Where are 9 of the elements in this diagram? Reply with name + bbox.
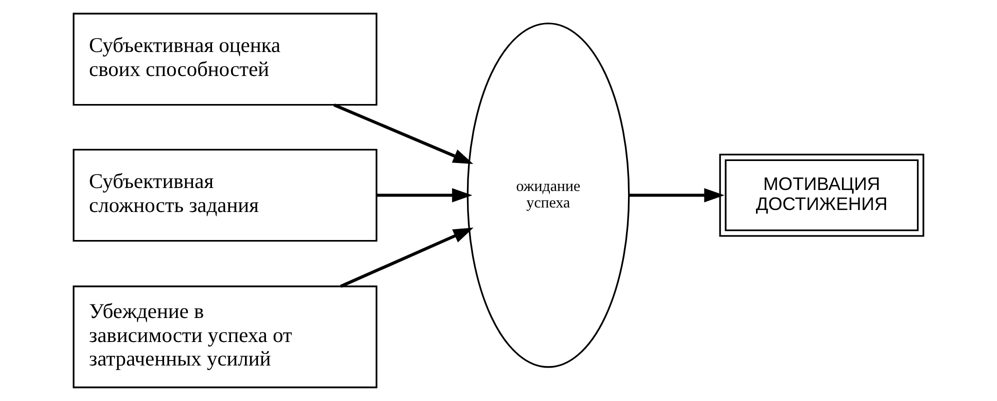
arrow: [340, 228, 474, 288]
node-box: Субъективная сложность задания: [72, 148, 378, 242]
node-box: Убеждение в зависимости успеха от затраченных усилий: [72, 286, 378, 388]
arrow: [629, 188, 724, 202]
node-ellipse: ожидание успеха: [466, 22, 630, 368]
node-box: МОТИВАЦИЯ ДОСТИЖЕНИЯ: [719, 154, 924, 237]
arrow: [376, 188, 472, 202]
arrow: [333, 103, 474, 164]
node-box: Субъективная оценка своих способностей: [72, 12, 378, 106]
